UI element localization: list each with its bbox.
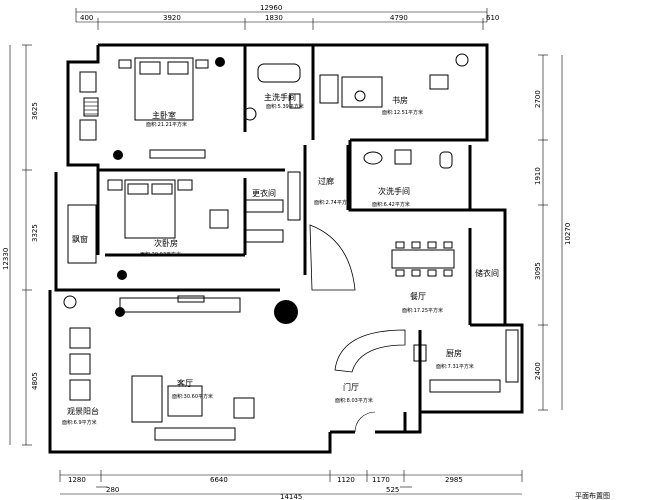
room-area-corridor: 面积:2.74平方米: [314, 199, 352, 206]
room-name-balcony: 观景阳台: [67, 406, 99, 416]
dim-bottom-5: 2985: [445, 476, 463, 484]
corridor-closet: 更衣间 过廊 面积:2.74平方米: [244, 171, 352, 243]
plant-icon: [115, 307, 125, 317]
tv-cabinet: [119, 297, 241, 313]
plant-icon: [113, 150, 123, 160]
pebble-feature: [309, 224, 406, 373]
washbasin: [243, 107, 257, 121]
dim-left-3: 4805: [31, 372, 39, 390]
coffee-table: [167, 385, 203, 417]
dim-top-4: 4790: [390, 14, 408, 22]
dim-right-1: 2700: [534, 90, 542, 108]
dim-bottom-2: 6640: [210, 476, 228, 484]
dim-bottom-total: 14145: [280, 493, 302, 500]
dim-top-total: 12960: [260, 4, 282, 12]
guest-bath: 次洗手间 面积:6.42平方米: [363, 149, 453, 208]
study-desk: [341, 76, 383, 108]
sofa: [131, 375, 163, 423]
room-area-kitchen: 面积:7.31平方米: [436, 363, 474, 370]
room-area-second-bedroom: 面积:20.93平方米: [140, 251, 181, 258]
bay-seat: [67, 204, 97, 264]
dim-top-2: 3920: [163, 14, 181, 22]
room-name-corridor: 过廊: [318, 176, 334, 186]
master-bedroom: 主卧室 面积:21.21平方米: [79, 57, 225, 160]
room-area-living: 面积:30.60平方米: [172, 393, 213, 400]
room-name-storage: 储衣间: [475, 268, 499, 278]
master-bed: [134, 57, 194, 121]
dim-bottom-1: 1280: [68, 476, 86, 484]
room-name-kitchen: 厨房: [446, 348, 462, 358]
dim-bottom-small-1: 280: [106, 486, 119, 494]
room-area-dining: 面积:17.25平方米: [402, 307, 443, 314]
dim-left-1: 3625: [31, 102, 39, 120]
dim-bottom-4: 1170: [372, 476, 390, 484]
room-area-balcony: 面积:6.9平方米: [62, 419, 97, 426]
room-name-dining: 餐厅: [410, 292, 426, 301]
walls: [48, 43, 524, 454]
room-area-master-bath: 面积:5.39平方米: [266, 103, 304, 110]
dim-left-2: 3325: [31, 224, 39, 242]
second-bedroom: 飘窗 次卧房 面积:20.93平方米: [67, 179, 229, 280]
kitchen: 厨房 面积:7.31平方米: [413, 329, 519, 393]
room-name-entry: 门厅: [343, 382, 359, 392]
dim-left-total: 12330: [2, 248, 10, 270]
dim-top-1: 400: [80, 14, 93, 22]
second-bed: [124, 179, 176, 239]
room-name-second-bedroom: 次卧房: [154, 238, 178, 248]
bathtub: [257, 63, 301, 83]
room-area-guest-bath: 面积:6.42平方米: [372, 201, 410, 208]
dimension-lines: 12960 400 3920 1830 4790 610 12330 3625 …: [2, 4, 572, 500]
balcony-grid: [84, 101, 98, 115]
dining-table: [391, 249, 455, 269]
room-name-study: 书房: [392, 95, 408, 105]
plant-icon: [117, 270, 127, 280]
plant-icon: [274, 300, 298, 324]
dim-top-5: 610: [486, 14, 499, 22]
balcony: 观景阳台 面积:6.9平方米: [62, 295, 99, 426]
room-name-closet: 更衣间: [252, 188, 276, 198]
study: 书房 面积:12.51平方米: [319, 53, 469, 116]
dim-top-3: 1830: [265, 14, 283, 22]
dim-bottom-small-2: 525: [386, 486, 399, 494]
entry: 门厅 面积:8.03平方米: [335, 382, 376, 433]
dim-right-total: 10270: [564, 223, 572, 245]
dim-right-3: 3095: [534, 262, 542, 280]
dim-right-4: 2400: [534, 362, 542, 380]
room-area-study: 面积:12.51平方米: [382, 109, 423, 116]
living-room: 客厅 面积:30.60平方米: [115, 295, 298, 441]
room-name-bay-seat: 飘窗: [72, 234, 88, 244]
room-name-living: 客厅: [177, 378, 193, 388]
room-area-entry: 面积:8.03平方米: [335, 397, 373, 404]
washbasin: [363, 151, 383, 165]
dim-bottom-3: 1120: [337, 476, 355, 484]
room-name-master-bath: 主洗手间: [264, 92, 296, 102]
room-name-master-bedroom: 主卧室: [152, 110, 176, 120]
room-area-master-bedroom: 面积:21.21平方米: [146, 121, 187, 128]
plant-icon: [215, 57, 225, 67]
dining: 餐厅 面积:17.25平方米 储衣间: [391, 241, 499, 314]
dim-right-2: 1910: [534, 167, 542, 185]
master-bath: 主洗手间 面积:5.39平方米: [243, 63, 304, 121]
footer-note: 平面布置图: [575, 491, 610, 500]
room-name-guest-bath: 次洗手间: [378, 186, 410, 196]
